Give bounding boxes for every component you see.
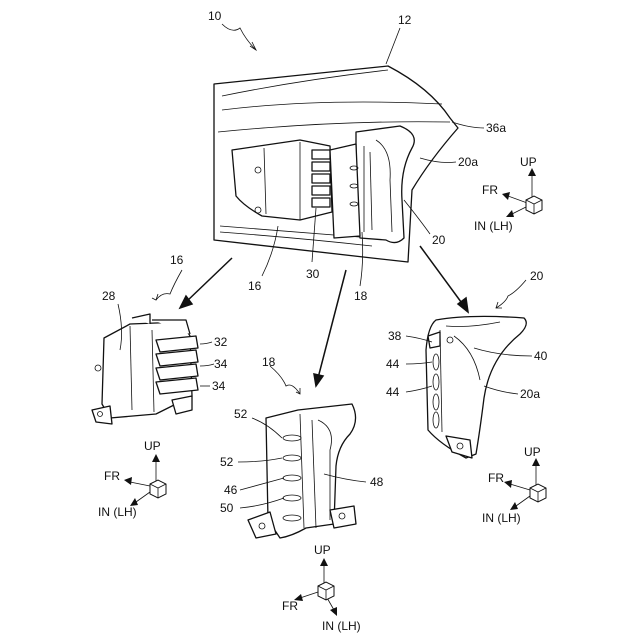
axis-in-top: IN (LH) (474, 219, 513, 233)
label-20-group: 20 (530, 269, 544, 283)
axis-fr-bottom: FR (282, 599, 298, 613)
leader-20-top (404, 200, 430, 234)
label-46: 46 (224, 483, 238, 497)
vehicle-front-assembly (214, 66, 458, 262)
label-28: 28 (102, 289, 116, 303)
label-34b: 34 (212, 379, 226, 393)
label-50: 50 (220, 501, 234, 515)
label-32: 32 (214, 335, 228, 349)
leader-20-group (496, 280, 526, 308)
label-10: 10 (208, 9, 222, 23)
label-30: 30 (306, 267, 320, 281)
axis-up-top: UP (520, 155, 537, 169)
label-34a: 34 (214, 357, 228, 371)
label-38: 38 (388, 329, 402, 343)
label-44a: 44 (386, 357, 400, 371)
label-52a: 52 (234, 407, 248, 421)
leader-16-group (156, 270, 182, 300)
label-20a-bottom: 20a (520, 387, 540, 401)
label-40: 40 (534, 349, 548, 363)
orientation-indicator-right: UP FR IN (LH) (482, 445, 546, 525)
part-20-fender-liner (426, 316, 526, 458)
label-16-group: 16 (170, 253, 184, 267)
axis-in-left: IN (LH) (98, 505, 137, 519)
leader-18-top (360, 232, 363, 286)
axis-fr-left: FR (104, 469, 120, 483)
leader-10 (222, 24, 256, 50)
axis-in-bottom: IN (LH) (322, 619, 361, 633)
leader-34a (200, 364, 214, 366)
orientation-indicator-top: UP FR IN (LH) (474, 155, 542, 233)
orientation-indicator-bottom: UP FR IN (LH) (282, 543, 361, 633)
label-16-top: 16 (248, 279, 262, 293)
label-20-top: 20 (432, 233, 446, 247)
part-16-duct (92, 314, 198, 424)
label-12: 12 (398, 13, 412, 27)
leader-12 (386, 28, 400, 64)
axis-in-right: IN (LH) (482, 511, 521, 525)
leader-20a-bottom (484, 386, 518, 394)
label-52b: 52 (220, 455, 234, 469)
leader-32 (200, 342, 212, 344)
label-48: 48 (370, 475, 384, 489)
label-18-top: 18 (354, 289, 368, 303)
leader-16-top (262, 226, 278, 276)
axis-up-right: UP (524, 445, 541, 459)
label-20a-top: 20a (458, 155, 478, 169)
axis-up-left: UP (144, 439, 161, 453)
label-18-group: 18 (262, 355, 276, 369)
label-36a: 36a (486, 121, 506, 135)
axis-fr-top: FR (482, 183, 498, 197)
label-44b: 44 (386, 385, 400, 399)
axis-up-bottom: UP (314, 543, 331, 557)
orientation-indicator-left: UP FR IN (LH) (98, 439, 166, 519)
leader-18-group (270, 366, 300, 394)
leader-20a-top (420, 158, 456, 163)
axis-fr-right: FR (488, 471, 504, 485)
